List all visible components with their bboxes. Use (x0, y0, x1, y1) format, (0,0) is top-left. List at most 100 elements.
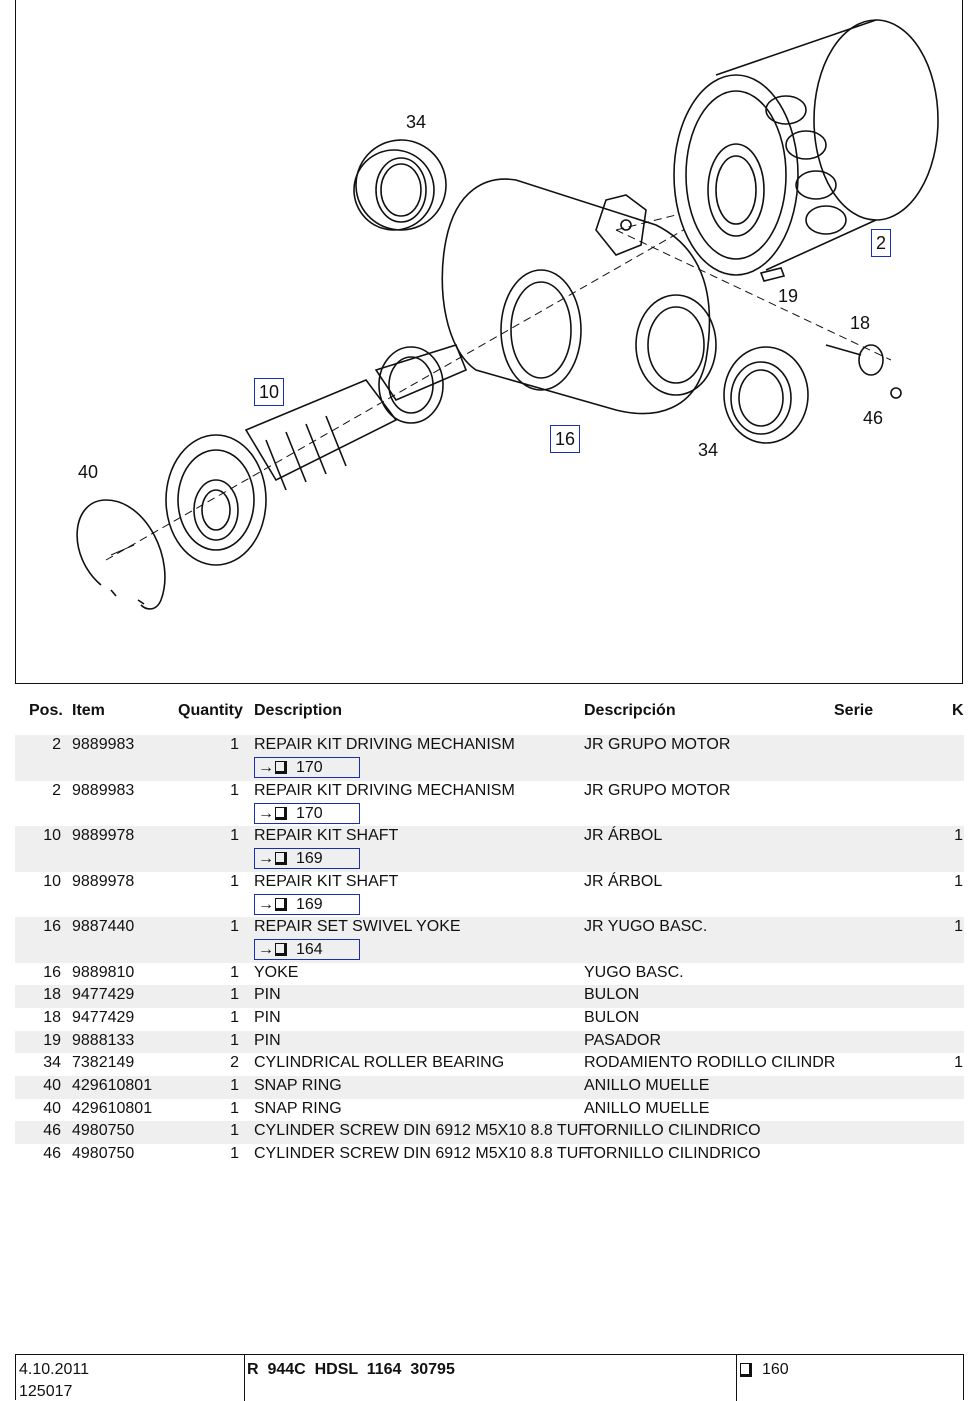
reference-page-number: 169 (296, 850, 323, 867)
cell-quantity: 1 (230, 872, 239, 890)
parts-table: 2 9889983 1 REPAIR KIT DRIVING MECHANISM JR … (15, 735, 964, 1167)
cell-descripcion: TORNILLO CILINDRICO (584, 1122, 761, 1140)
motor-group (673, 19, 939, 276)
page-reference-link[interactable]: →170 (254, 802, 360, 824)
callout-40: 40 (78, 462, 99, 482)
cell-description: CYLINDRICAL ROLLER BEARING (254, 1054, 505, 1072)
header-quantity: Quantity (178, 702, 243, 719)
cell-k: 1 (954, 1054, 963, 1072)
arrow-icon: → (258, 759, 274, 776)
bearing-34-top (353, 139, 447, 231)
footer-model: R 944C HDSL 1164 30795 (247, 1361, 455, 1378)
page-reference-link[interactable]: → 169 (254, 893, 360, 915)
cell-quantity: 2 (230, 1054, 239, 1072)
cell-quantity: 1 (230, 1145, 239, 1162)
callout-16-link[interactable]: 16 (550, 425, 581, 453)
cell-item: 429610801 (72, 1099, 153, 1117)
cell-pos: 2 (52, 736, 61, 753)
cell-pos: 19 (43, 1031, 61, 1049)
cell-item: 9889978 (72, 827, 135, 844)
table-header: Pos. Item Quantity Description Descripci… (0, 700, 979, 724)
header-description: Description (254, 702, 343, 719)
drive-shaft (165, 344, 468, 566)
cell-item: 4980750 (72, 1145, 135, 1162)
cell-quantity: 1 (230, 1122, 239, 1140)
cell-descripcion: YUGO BASC. (584, 963, 684, 981)
cell-quantity: 1 (230, 963, 239, 981)
arrow-icon: → (258, 850, 274, 867)
footer-date: 4.10.2011 (19, 1361, 89, 1378)
snap-ring (76, 499, 166, 610)
arrow-icon: → (258, 804, 274, 822)
swivel-yoke (441, 178, 717, 415)
cell-descripcion: JR YUGO BASC. (584, 918, 708, 935)
page-reference-link[interactable]: →170 (254, 757, 360, 778)
cell-pos: 16 (43, 918, 61, 935)
cell-pos: 34 (43, 1054, 61, 1072)
cell-description: REPAIR SET SWIVEL YOKE (254, 918, 461, 935)
cell-k: 1 (954, 827, 963, 844)
header-pos: Pos. (29, 702, 63, 719)
book-icon (275, 852, 287, 865)
page-reference-link[interactable]: → 169 (254, 848, 360, 869)
cell-item: 4980750 (72, 1122, 135, 1140)
footer-model-cell: R 944C HDSL 1164 30795 (244, 1355, 737, 1401)
cell-description: REPAIR KIT SHAFT (254, 872, 399, 890)
cell-descripcion: PASADOR (584, 1031, 662, 1049)
cell-item: 9477429 (72, 1008, 135, 1026)
cell-pos: 10 (43, 872, 61, 890)
cell-description: CYLINDER SCREW DIN 6912 M5X10 8.8 TUF (254, 1122, 589, 1140)
cell-quantity: 1 (230, 827, 239, 844)
cell-pos: 46 (43, 1122, 61, 1140)
callout-2-link[interactable]: 2 (871, 229, 892, 257)
cell-pos: 2 (52, 781, 61, 799)
callout-10-link[interactable]: 10 (254, 378, 285, 406)
book-icon (275, 806, 287, 820)
cell-quantity: 1 (230, 986, 239, 1004)
cell-description: SNAP RING (254, 1076, 342, 1094)
cell-description: PIN (254, 1008, 281, 1026)
cell-pos: 46 (43, 1145, 61, 1162)
cell-description: SNAP RING (254, 1099, 342, 1117)
callout-18: 18 (850, 313, 871, 333)
callout-19: 19 (778, 286, 799, 306)
cell-descripcion: JR ÁRBOL (584, 872, 663, 890)
cell-description: PIN (254, 1031, 281, 1049)
cell-description: CYLINDER SCREW DIN 6912 M5X10 8.8 TUF (254, 1145, 589, 1162)
header-item: Item (72, 702, 105, 719)
reference-page-number: 164 (296, 941, 323, 958)
page-reference-link[interactable]: →164 (254, 939, 360, 960)
pin-and-screw (759, 267, 902, 399)
footer-date-cell: 4.10.2011 125017 (16, 1355, 245, 1401)
reference-page-number: 169 (296, 895, 323, 913)
cell-item: 9889983 (72, 736, 135, 753)
cell-item: 9888133 (72, 1031, 135, 1049)
cell-quantity: 1 (230, 1008, 239, 1026)
cell-descripcion: ANILLO MUELLE (584, 1099, 710, 1117)
cell-item: 9889983 (72, 781, 135, 799)
cell-item: 9889810 (72, 963, 135, 981)
cell-descripcion: BULON (584, 1008, 640, 1026)
bearing-34-bottom (723, 346, 809, 444)
cell-pos: 10 (43, 827, 61, 844)
cell-pos: 16 (43, 963, 61, 981)
cell-quantity: 1 (230, 781, 239, 799)
footer-page-number: 160 (762, 1361, 789, 1378)
cell-item: 9477429 (72, 986, 135, 1004)
header-descripcion: Descripción (584, 702, 676, 719)
arrow-icon: → (258, 895, 274, 913)
cell-description: REPAIR KIT DRIVING MECHANISM (254, 781, 515, 799)
cell-descripcion: JR GRUPO MOTOR (584, 736, 731, 753)
cell-item: 9889978 (72, 872, 135, 890)
parts-drawing (76, 19, 939, 610)
callout-34-bottom: 34 (698, 440, 719, 460)
footer-code: 125017 (19, 1383, 73, 1400)
cell-item: 9887440 (72, 918, 135, 935)
